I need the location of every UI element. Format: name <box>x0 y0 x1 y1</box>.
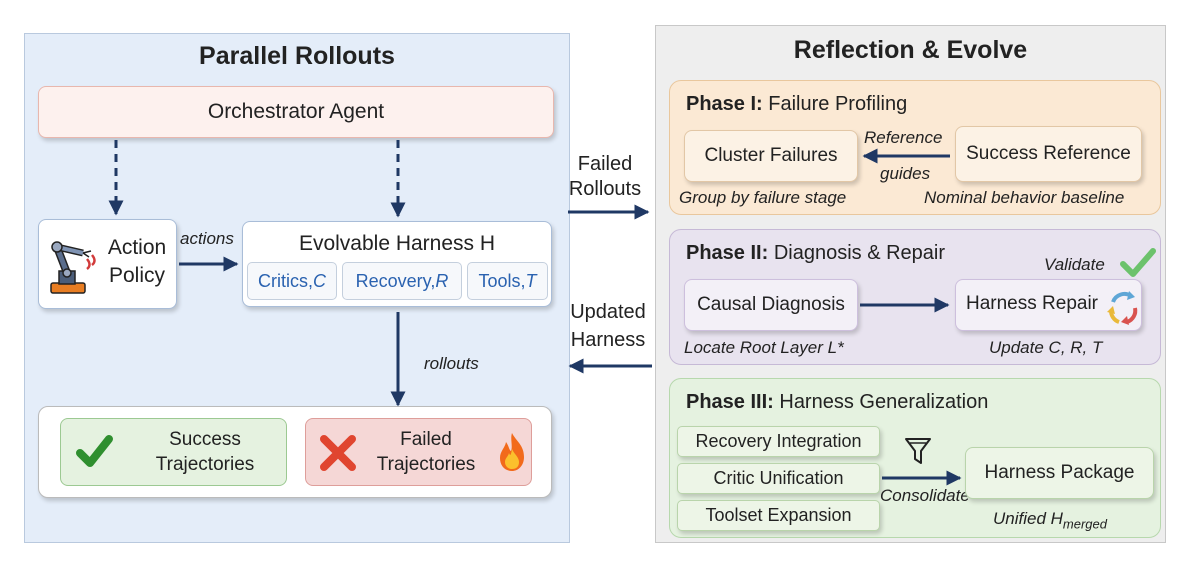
critics-var: C <box>313 270 326 291</box>
phase2-title: Phase II: Diagnosis & Repair <box>686 242 946 264</box>
funnel-icon <box>905 438 931 464</box>
success-reference-box: Success Reference <box>955 126 1142 182</box>
tools-chip: Tools, T <box>467 262 548 300</box>
cluster-failures-box: Cluster Failures <box>684 130 858 182</box>
unified-subscript: merged <box>1062 516 1107 532</box>
check-icon <box>73 431 115 473</box>
updated-harness-line2: Harness <box>570 329 646 351</box>
recovery-chip: Recovery, R <box>342 262 462 300</box>
harness-repair-label: Harness Repair <box>966 293 1098 314</box>
nominal-caption: Nominal behavior baseline <box>924 188 1125 207</box>
critic-unification-box: Critic Unification <box>677 463 880 494</box>
fire-icon <box>500 433 524 471</box>
robot-arm-icon <box>50 241 96 294</box>
recovery-label: Recovery, <box>355 270 436 291</box>
evolvable-harness-title: Evolvable Harness H <box>298 232 496 255</box>
rollouts-label: rollouts <box>424 354 479 373</box>
failed-rollouts-line1: Failed <box>577 153 633 175</box>
reference-label: Reference <box>864 128 943 147</box>
failed-line1: Failed <box>400 429 452 450</box>
tools-label: Tools, <box>478 270 526 291</box>
harness-package-box: Harness Package <box>965 447 1154 499</box>
action-policy-line2: Policy <box>108 264 166 287</box>
phase1-title: Phase I: Failure Profiling <box>686 93 908 115</box>
update-caption: Update C, R, T <box>989 338 1103 357</box>
locate-caption: Locate Root Layer L* <box>684 338 844 357</box>
actions-label: actions <box>180 229 234 248</box>
parallel-rollouts-title: Parallel Rollouts <box>199 42 395 70</box>
success-line1: Success <box>169 429 241 450</box>
refresh-cycle-icon <box>1107 291 1138 325</box>
guides-label: guides <box>880 164 931 183</box>
tools-var: T <box>525 270 537 291</box>
harness-repair-box: Harness Repair <box>955 279 1142 331</box>
toolset-expansion-box: Toolset Expansion <box>677 500 880 531</box>
validate-check-icon <box>1120 248 1156 277</box>
failed-rollouts-label: Failed Rollouts <box>566 152 644 202</box>
unified-label: Unified H <box>993 509 1063 528</box>
consolidate-label: Consolidate <box>880 486 970 505</box>
action-policy-line1: Action <box>107 236 167 259</box>
failed-trajectories-box: Failed Trajectories <box>305 418 532 486</box>
critics-label: Critics, <box>258 270 313 291</box>
phase3-title: Phase III: Harness Generalization <box>686 391 989 413</box>
validate-label: Validate <box>1044 255 1105 274</box>
orchestrator-agent-box: Orchestrator Agent <box>38 86 554 138</box>
reflection-evolve-title: Reflection & Evolve <box>793 36 1028 64</box>
success-line2: Trajectories <box>155 454 255 475</box>
action-policy-box: Action Policy <box>38 219 177 309</box>
updated-harness-label: Updated Harness <box>562 298 654 354</box>
recovery-integration-box: Recovery Integration <box>677 426 880 457</box>
causal-diagnosis-box: Causal Diagnosis <box>684 279 858 331</box>
recovery-var: R <box>435 270 449 291</box>
success-trajectories-box: Success Trajectories <box>60 418 287 486</box>
group-caption: Group by failure stage <box>679 188 847 207</box>
unified-caption: Unified Hmerged <box>993 509 1107 531</box>
critics-chip: Critics, C <box>247 262 337 300</box>
updated-harness-line1: Updated <box>570 301 646 323</box>
failed-rollouts-line2: Rollouts <box>568 178 642 200</box>
cross-icon <box>320 435 356 471</box>
failed-line2: Trajectories <box>376 454 476 475</box>
